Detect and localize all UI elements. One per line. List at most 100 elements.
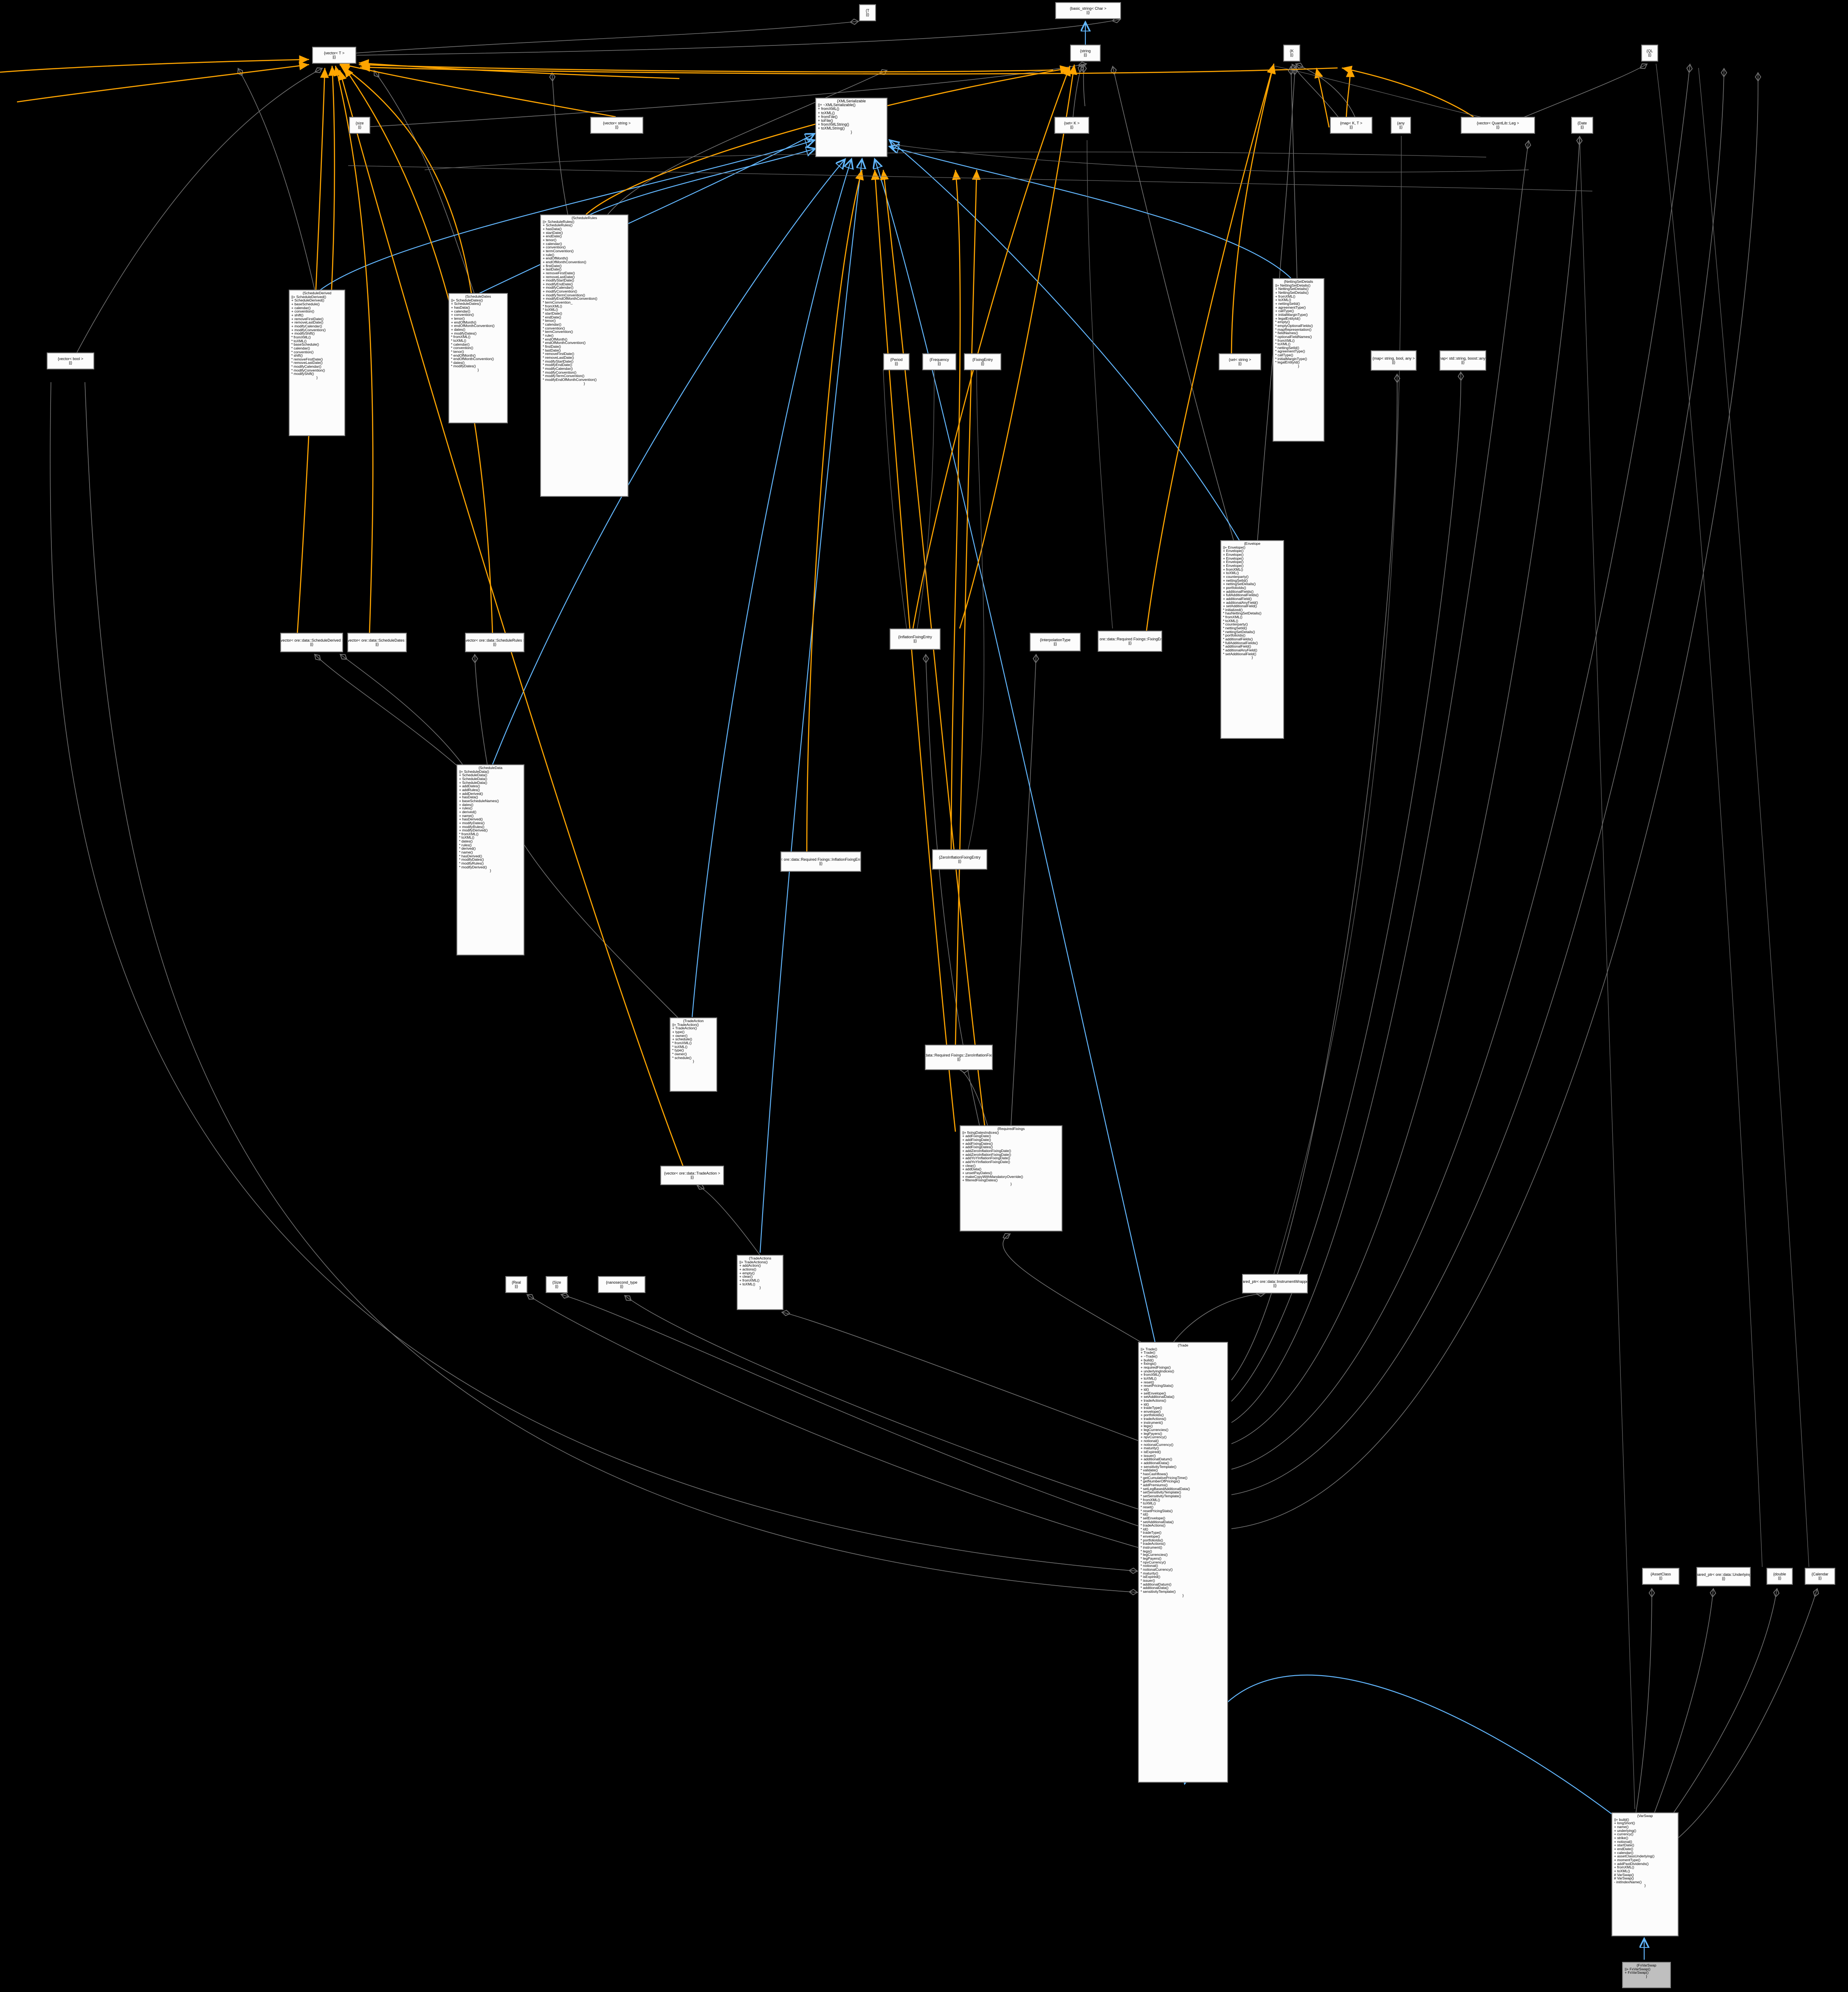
class-node-any[interactable]: {any||} bbox=[1391, 117, 1411, 134]
class-member: * derived() bbox=[459, 846, 476, 851]
class-node-Envelope[interactable]: {Envelope||+ Envelope()+ Envelope()+ Env… bbox=[1220, 540, 1284, 739]
class-member: * nettingSetDetails() bbox=[1223, 629, 1255, 634]
class-node-brace: ||} bbox=[1128, 641, 1132, 645]
class-member: + setAdditionalField() bbox=[1223, 604, 1257, 609]
class-node-brace: ||} bbox=[895, 361, 898, 366]
class-member: + baseSchedule() bbox=[291, 301, 320, 306]
class-member: * tradeActions() bbox=[1141, 1523, 1166, 1528]
class-node-InterpolationType[interactable]: {InterpolationType||} bbox=[1030, 633, 1081, 651]
class-member: + isExpired() bbox=[1141, 1450, 1161, 1454]
class-node-FixingEntry[interactable]: {FixingEntry||} bbox=[964, 353, 1001, 370]
class-node-setK[interactable]: {set< K >||} bbox=[1054, 117, 1089, 134]
class-node-brace: ||} bbox=[938, 361, 941, 366]
class-member: * convention() bbox=[543, 326, 565, 330]
class-node-T[interactable]: {T||} bbox=[859, 4, 876, 21]
class-node-basicstring[interactable]: {basic_string< Char >||} bbox=[1055, 2, 1121, 19]
class-node-ScheduleData[interactable]: {ScheduleData||+ ScheduleData()+ Schedul… bbox=[456, 764, 524, 955]
class-node-ScheduleDates[interactable]: {ScheduleDates||+ ScheduleDates()+ Sched… bbox=[448, 293, 508, 423]
class-member: + addFixingDate() bbox=[962, 1137, 991, 1142]
class-node-TradeAction[interactable]: {TradeAction||+ TradeAction()+ TradeActi… bbox=[670, 1017, 717, 1092]
class-node-vecSchedRules[interactable]: {vector< ore::data::ScheduleRules >||} bbox=[465, 633, 524, 652]
class-node-TradeActions[interactable]: {TradeActions||+ TradeActions()+ addActi… bbox=[737, 1255, 783, 1310]
class-node-setReqFixFixingEntry[interactable]: {set< ore::data::Required Fixings::Fixin… bbox=[1098, 631, 1162, 652]
class-node-vecSchedDerived[interactable]: {vector< ore::data::ScheduleDerived >||} bbox=[280, 633, 343, 652]
class-node-InflationFixingEntry[interactable]: {InflationFixingEntry||} bbox=[890, 628, 941, 650]
class-node-title: {FixingEntry bbox=[972, 357, 993, 362]
class-member: * tradeType() bbox=[1141, 1530, 1162, 1535]
class-node-title: {ZeroInflationFixingEntry bbox=[938, 855, 981, 859]
class-node-Calendar[interactable]: {Calendar||} bbox=[1805, 1568, 1835, 1585]
class-node-title: {Date bbox=[1577, 121, 1587, 125]
class-member: + modifyShift() bbox=[291, 331, 315, 336]
class-node-ScheduleDerived[interactable]: {ScheduleDerived||+ ScheduleDerived()+ S… bbox=[289, 290, 345, 436]
class-node-Date[interactable]: {Date||} bbox=[1571, 117, 1593, 134]
class-member: ||+ ~XMLSerializable() bbox=[818, 103, 856, 107]
class-node-string[interactable]: {string||} bbox=[1070, 45, 1101, 62]
class-node-QL[interactable]: {QL||} bbox=[1641, 45, 1658, 62]
class-node-FxVarSwap[interactable]: {FxVarSwap||+ FxVarSwap()+ FxVarSwap()} bbox=[1622, 1962, 1671, 1988]
class-member: + schedule() bbox=[672, 1037, 693, 1042]
class-member: * legs() bbox=[1141, 1549, 1152, 1553]
class-node-K[interactable]: {K||} bbox=[1283, 45, 1300, 62]
class-member: + convention() bbox=[543, 245, 566, 250]
class-member: + strike() bbox=[1614, 1835, 1628, 1840]
class-node-mapstrbool[interactable]: {map< string, bool, any >||} bbox=[1371, 350, 1417, 371]
class-node-sharedInstrWrapper[interactable]: {shared_ptr< ore::data::InstrumentWrappe… bbox=[1242, 1274, 1308, 1293]
class-node-Trade[interactable]: {Trade||+ Trade()+ Trade()+ ~Trade()+ bu… bbox=[1138, 1342, 1228, 1783]
class-node-XMLSerializable[interactable]: {XMLSerializable||+ ~XMLSerializable()+ … bbox=[815, 98, 887, 157]
class-node-setReqFixInflation[interactable]: {set< ore::data::Required Fixings::Infla… bbox=[780, 851, 861, 872]
class-member: + resetPricingStats() bbox=[1141, 1383, 1174, 1388]
class-node-vecTradeAction[interactable]: {vector< ore::data::TradeAction >||} bbox=[660, 1166, 724, 1185]
class-node-title: {string bbox=[1080, 48, 1091, 53]
class-member: * firstDate() bbox=[543, 344, 561, 349]
class-node-Period[interactable]: {Period||} bbox=[883, 353, 910, 370]
class-member: * additionalFields() bbox=[1223, 637, 1253, 642]
class-member: ||+ ScheduleRules() bbox=[543, 219, 575, 224]
class-member: + build() bbox=[1141, 1358, 1154, 1362]
class-node-vecSchedDates[interactable]: {vector< ore::data::ScheduleDates >||} bbox=[347, 633, 407, 652]
class-node-mapstdstr[interactable]: {map< std::string, boost::any >||} bbox=[1440, 350, 1486, 371]
class-node-Real[interactable]: {Real||} bbox=[505, 1276, 527, 1293]
class-member: + shift() bbox=[291, 313, 304, 317]
class-node-title: {T bbox=[865, 8, 870, 13]
class-node-vectorT[interactable]: {vector< T >||} bbox=[312, 47, 356, 64]
class-member: * modifyCalendar() bbox=[291, 364, 321, 369]
class-member: + legs() bbox=[1141, 1424, 1153, 1428]
class-node-size[interactable]: {size||} bbox=[349, 117, 370, 134]
class-node-brace: ||} bbox=[1290, 53, 1293, 57]
class-node-title: {vector< ore::data::ScheduleDates > bbox=[347, 638, 407, 642]
class-member: + modifyConvention() bbox=[543, 289, 578, 294]
class-node-NettingSetDetails[interactable]: {NettingSetDetails||+ NettingSetDetails(… bbox=[1273, 278, 1324, 442]
class-node-double[interactable]: {double||} bbox=[1766, 1568, 1793, 1585]
class-member: * modifyConvention() bbox=[291, 368, 325, 372]
class-node-Frequency[interactable]: {Frequency||} bbox=[922, 353, 956, 370]
class-member: * fieldNames() bbox=[1275, 331, 1298, 335]
class-member: ||+ build() bbox=[1614, 1817, 1629, 1822]
class-member: + additionalAnyField() bbox=[1223, 600, 1258, 605]
class-node-vecQLLeg[interactable]: {vector< QuantLib::Leg >||} bbox=[1461, 117, 1535, 134]
class-node-AssetClass[interactable]: {AssetClass||} bbox=[1642, 1568, 1679, 1585]
class-node-close-brace: } bbox=[477, 368, 479, 372]
class-node-title: {Period bbox=[890, 357, 903, 362]
class-node-mapKT[interactable]: {map< K, T >||} bbox=[1330, 117, 1372, 134]
class-member: + id() bbox=[1141, 1387, 1149, 1392]
class-member: + hasData() bbox=[543, 226, 562, 231]
class-node-nanosecond_type[interactable]: {nanosecond_type||} bbox=[598, 1276, 645, 1293]
class-node-setstring[interactable]: {set< string >||} bbox=[1219, 353, 1261, 370]
class-node-setReqFixZero[interactable]: {set< ore::data::Required Fixings::ZeroI… bbox=[925, 1045, 993, 1070]
class-node-sharedUnderlying[interactable]: {shared_ptr< ore::data::Underlying >||} bbox=[1696, 1567, 1751, 1586]
class-member: * termConvention_ bbox=[543, 300, 573, 305]
class-node-VarSwap[interactable]: {VarSwap||+ build()+ longShort()+ name()… bbox=[1611, 1812, 1679, 1936]
class-node-vecbool[interactable]: {vector< bool >||} bbox=[47, 352, 94, 369]
class-member: * reset() bbox=[1141, 1505, 1154, 1509]
class-member: + rules() bbox=[459, 806, 473, 811]
class-node-RequiredFixings[interactable]: {RequiredFixings||+ fixingDatesIndices()… bbox=[960, 1125, 1062, 1231]
class-node-ScheduleRules[interactable]: {ScheduleRules||+ ScheduleRules()+ Sched… bbox=[540, 214, 628, 497]
class-member: + endDate() bbox=[1614, 1846, 1634, 1851]
class-member: * toXML() bbox=[459, 835, 474, 840]
class-node-brace: ||} bbox=[1722, 1576, 1725, 1581]
class-node-vecstring[interactable]: {vector< string >||} bbox=[590, 117, 643, 134]
class-node-ZeroInflationFixingEntry[interactable]: {ZeroInflationFixingEntry||} bbox=[932, 849, 987, 870]
class-node-Size[interactable]: {Size||} bbox=[546, 1276, 568, 1293]
class-node-close-brace: } bbox=[1010, 1181, 1012, 1186]
